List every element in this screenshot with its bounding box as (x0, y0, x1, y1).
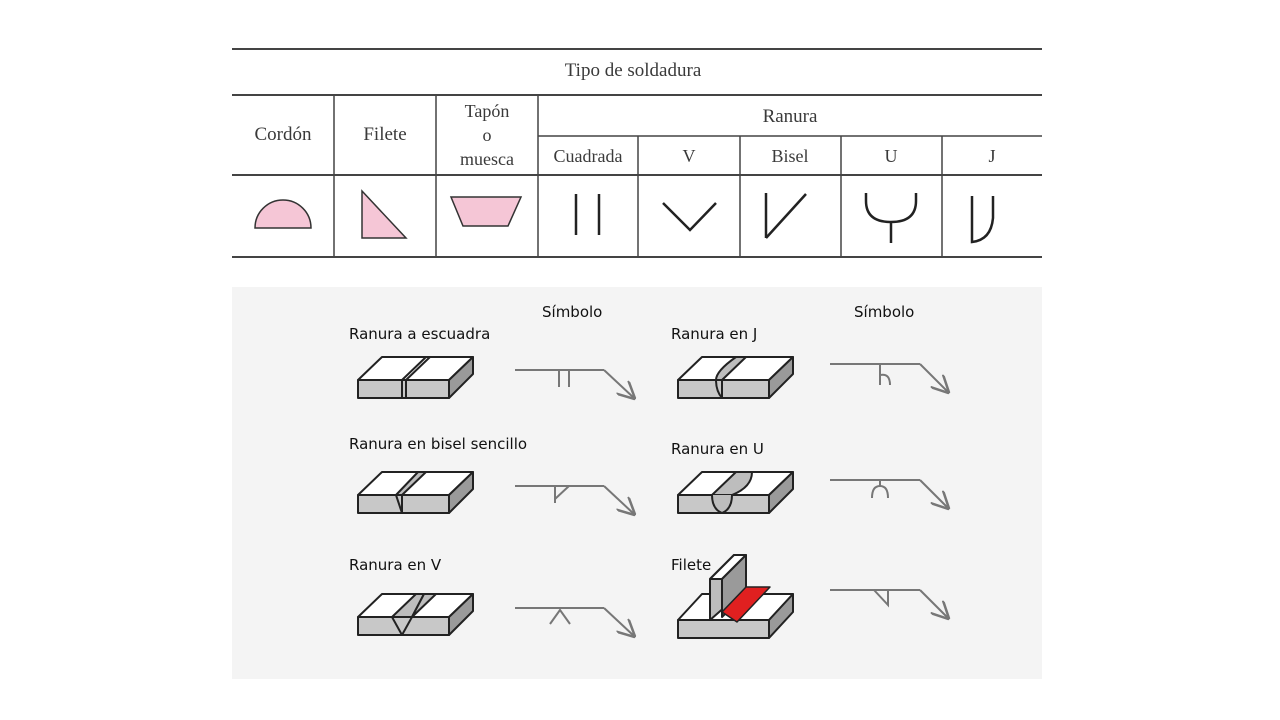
bevel-groove-symbol-icon (764, 193, 807, 239)
label-ranura-u: Ranura en U (671, 440, 764, 458)
col-tapon-line3: muesca (460, 149, 514, 169)
fillet-symbol-icon (361, 189, 408, 239)
col-cordon: Cordón (255, 124, 313, 145)
col-tapon-line2: o (483, 125, 492, 145)
j-groove-symbol-icon (970, 196, 995, 244)
weld-examples-panel: Símbolo Símbolo Ranura a escuadra Ranura… (232, 287, 1042, 679)
u-groove-symbol-icon (864, 193, 918, 243)
fillet-weld-symbol (830, 589, 948, 618)
symbol-header-right: Símbolo (854, 303, 914, 321)
bevel-groove-weld-symbol (515, 485, 634, 514)
j-groove-weld-symbol (830, 363, 948, 392)
subcol-j: J (988, 146, 995, 166)
subcol-v: V (683, 146, 696, 166)
plug-symbol-icon (449, 196, 523, 227)
col-ranura: Ranura (763, 106, 818, 127)
col-tapon-line1: Tapón (465, 101, 510, 121)
bead-symbol-icon (254, 199, 312, 229)
bevel-groove-joint-drawing (357, 471, 474, 514)
j-groove-joint-drawing (677, 356, 794, 399)
v-groove-symbol-icon (662, 202, 717, 232)
label-ranura-bisel: Ranura en bisel sencillo (349, 435, 527, 453)
col-filete: Filete (363, 124, 406, 145)
subcol-bisel: Bisel (771, 146, 808, 166)
v-groove-weld-symbol (515, 607, 634, 636)
subcol-cuadrada: Cuadrada (554, 146, 623, 166)
fillet-joint-drawing (677, 554, 794, 639)
square-groove-joint-drawing (357, 356, 474, 399)
label-ranura-escuadra: Ranura a escuadra (349, 325, 490, 343)
subcol-u: U (885, 146, 898, 166)
weld-examples-drawing: Símbolo Símbolo Ranura a escuadra Ranura… (349, 303, 1042, 679)
symbol-header-left: Símbolo (542, 303, 602, 321)
weld-type-table: Tipo de soldadura Cordón Filete Tapón o … (232, 48, 1042, 258)
u-groove-joint-drawing (677, 471, 794, 514)
v-groove-joint-drawing (357, 593, 474, 636)
u-groove-weld-symbol (830, 479, 948, 508)
label-ranura-v: Ranura en V (349, 556, 442, 574)
label-ranura-j: Ranura en J (671, 325, 757, 343)
label-filete: Filete (671, 556, 711, 574)
table-title: Tipo de soldadura (565, 60, 702, 81)
square-groove-symbol-icon (574, 194, 601, 235)
square-groove-weld-symbol (515, 369, 634, 398)
